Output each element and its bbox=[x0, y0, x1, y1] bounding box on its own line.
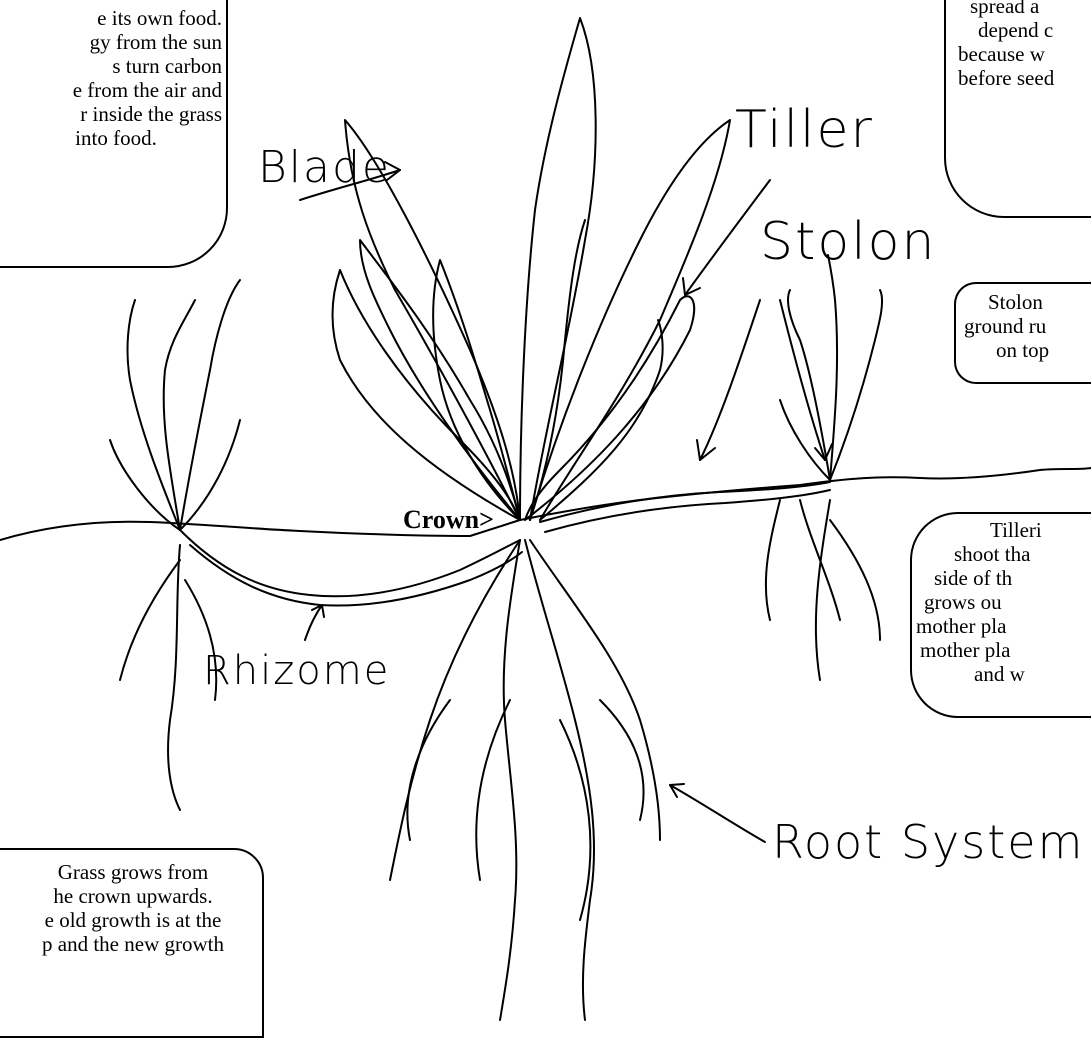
stolon-runner bbox=[540, 482, 830, 522]
seeds-line: depend c bbox=[958, 18, 1091, 42]
tillering-line: shoot tha bbox=[912, 542, 1091, 566]
photosynthesis-line: e its own food. bbox=[10, 6, 222, 30]
tiller-arrow bbox=[683, 180, 770, 295]
central-blades bbox=[333, 18, 731, 520]
crown-growth-line: Grass grows from bbox=[2, 860, 264, 884]
blade-label: Blade bbox=[258, 142, 391, 193]
tiller-label: Tiller bbox=[735, 100, 874, 160]
left-plant bbox=[110, 280, 240, 530]
stolons-line: ground ru bbox=[956, 314, 1091, 338]
stolon-arrow-1 bbox=[697, 300, 760, 460]
stolon-arrow-2 bbox=[780, 300, 832, 460]
photosynthesis-box: e its own food. gy from the sun s turn c… bbox=[0, 0, 228, 268]
rhizome-arrow bbox=[305, 605, 324, 640]
tillering-line: and w bbox=[912, 662, 1091, 686]
seeds-box: spread a depend c because w before seed bbox=[944, 0, 1091, 218]
tillering-line: Tilleri bbox=[912, 518, 1091, 542]
tillering-line: mother pla bbox=[912, 614, 1091, 638]
seeds-line: before seed bbox=[958, 66, 1091, 90]
photosynthesis-line: s turn carbon bbox=[10, 54, 222, 78]
root-system-label: Root System bbox=[772, 815, 1084, 869]
tillering-box: Tilleri shoot tha side of th grows ou mo… bbox=[910, 512, 1091, 718]
crown-growth-box: Grass grows from he crown upwards. e old… bbox=[0, 848, 264, 1038]
stolons-line: on top bbox=[956, 338, 1091, 362]
photosynthesis-line: e from the air and bbox=[10, 78, 222, 102]
crown-label: Crown> bbox=[403, 505, 494, 535]
root-system-arrow bbox=[670, 784, 765, 842]
crown-growth-line: p and the new growth bbox=[2, 932, 264, 956]
tillering-line: mother pla bbox=[912, 638, 1091, 662]
photosynthesis-line: gy from the sun bbox=[10, 30, 222, 54]
photosynthesis-line: into food. bbox=[10, 126, 222, 150]
seeds-line: spread a bbox=[958, 0, 1091, 18]
photosynthesis-line: r inside the grass bbox=[10, 102, 222, 126]
crown-growth-line: e old growth is at the bbox=[2, 908, 264, 932]
stolons-box: Stolon ground ru on top bbox=[954, 282, 1091, 384]
stolons-line: Stolon bbox=[956, 290, 1091, 314]
seeds-line: because w bbox=[958, 42, 1091, 66]
tillering-line: side of th bbox=[912, 566, 1091, 590]
rhizome-label: Rhizome bbox=[203, 648, 390, 694]
rhizome-runner bbox=[180, 530, 520, 596]
tillering-line: grows ou bbox=[912, 590, 1091, 614]
stolon-label: Stolon bbox=[760, 212, 936, 272]
crown-growth-line: he crown upwards. bbox=[2, 884, 264, 908]
